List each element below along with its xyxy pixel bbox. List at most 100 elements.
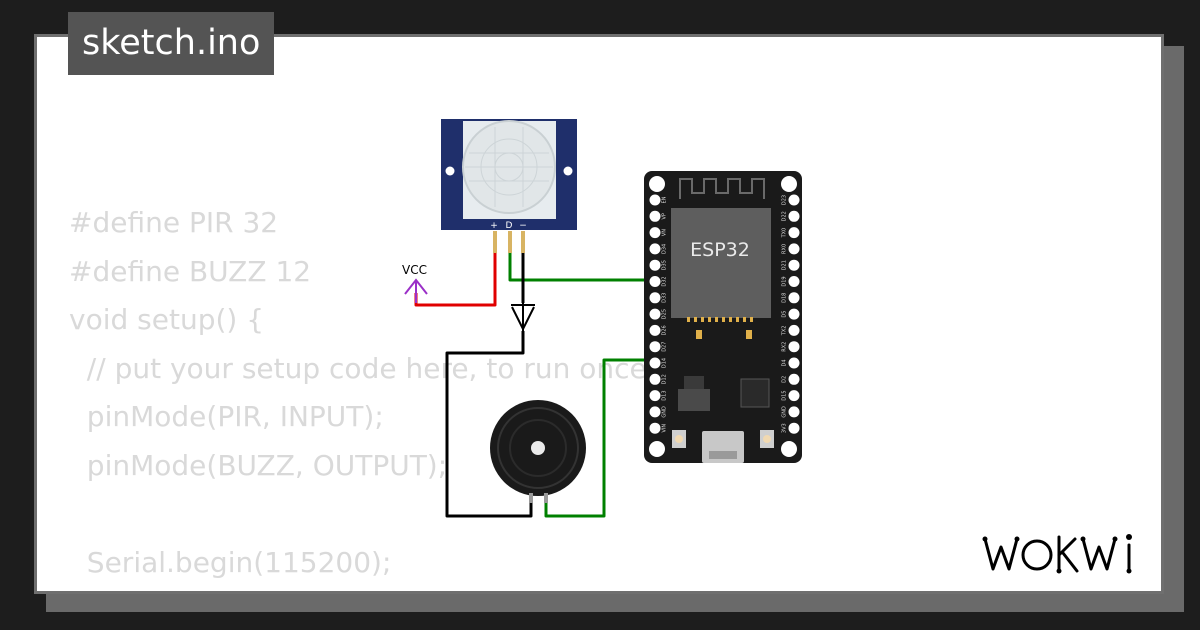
wokwi-logo	[982, 534, 1132, 574]
esp32-pin-label: TX0	[782, 228, 788, 239]
esp32-mount-hole	[781, 441, 797, 457]
module-pad	[736, 317, 739, 322]
esp32-pin[interactable]	[788, 259, 800, 271]
code-line: #define BUZZ 12	[69, 254, 312, 288]
esp32-pin[interactable]	[649, 390, 661, 402]
esp32-pin-label: D34	[662, 244, 668, 254]
esp32-pin-label: D35	[662, 260, 668, 270]
esp32-pin[interactable]	[788, 243, 800, 255]
wire-vcc-red	[414, 253, 497, 307]
esp32-pin[interactable]	[649, 357, 661, 369]
esp32-pin[interactable]	[649, 341, 661, 353]
buzzer[interactable]	[490, 400, 586, 503]
esp32-pin[interactable]	[788, 422, 800, 434]
esp32-pin-label: D23	[782, 195, 788, 205]
esp32-pin-label: D15	[782, 390, 788, 400]
esp32-pin[interactable]	[649, 227, 661, 239]
esp32-pin-label: 3V3	[782, 423, 788, 433]
wire-buzzer-black	[445, 331, 533, 518]
module-pad	[746, 330, 752, 339]
esp32-pin[interactable]	[649, 210, 661, 222]
esp32-pin-label: EN	[662, 196, 668, 203]
esp32-pin-label: D13	[662, 390, 668, 400]
esp32-pin[interactable]	[649, 373, 661, 385]
esp32-mount-hole	[649, 441, 665, 457]
circuit-diagram: VCC + D −	[402, 119, 802, 518]
esp32-pin-label: VN	[662, 229, 668, 236]
pir-pin-plus[interactable]	[493, 231, 497, 253]
esp32-pin-label: D27	[662, 342, 668, 352]
esp32-pin-label: D33	[662, 293, 668, 303]
esp32-pin-label: VP	[662, 213, 668, 219]
esp32-pin-label: D26	[662, 325, 668, 335]
esp32-pins[interactable]: ENVPVND34D35D32D33D25D26D27D14D12D13GNDV…	[649, 194, 800, 434]
esp32-pin[interactable]	[788, 194, 800, 206]
esp32-pin-label: D22	[782, 211, 788, 221]
esp32-mount-hole	[781, 176, 797, 192]
usb-chip	[740, 378, 770, 408]
esp32-pin[interactable]	[649, 308, 661, 320]
pir-mount-hole-left	[445, 166, 455, 176]
esp32-pin[interactable]	[788, 341, 800, 353]
pir-sensor[interactable]: + D −	[441, 119, 577, 253]
module-pad	[729, 317, 732, 322]
pir-pin-minus-label: −	[519, 221, 527, 231]
esp32-pin-label: D5	[782, 311, 788, 318]
esp32-pin[interactable]	[649, 406, 661, 418]
esp32-pin[interactable]	[788, 276, 800, 287]
code-line: // put your setup code here, to run once…	[69, 351, 657, 385]
pir-mount-hole-right	[563, 166, 573, 176]
esp32-pin-label: D4	[782, 359, 788, 366]
esp32-pin[interactable]	[788, 227, 800, 239]
module-pad	[743, 317, 746, 322]
esp32-pin[interactable]	[788, 406, 800, 418]
module-pad	[701, 317, 704, 322]
esp32-pin-label: TX2	[782, 326, 788, 337]
esp32-mount-hole	[649, 176, 665, 192]
wire-pir-d-green	[508, 253, 654, 282]
esp32-board[interactable]: ESP32 ENVPVND34D35D32D33D25D26D27D14D12D…	[644, 171, 802, 463]
code-line: Serial.begin(115200);	[69, 545, 392, 579]
esp32-pin-label: D2	[782, 376, 788, 383]
esp32-pin[interactable]	[649, 324, 661, 336]
code-line: #define PIR 32	[69, 206, 279, 239]
esp32-pin[interactable]	[649, 422, 661, 434]
esp32-pin-label: RX2	[782, 342, 788, 352]
esp32-pin[interactable]	[788, 292, 800, 304]
pir-pin-d-label: D	[506, 221, 513, 231]
pir-pin-plus-label: +	[490, 221, 498, 231]
module-pad	[687, 317, 690, 322]
esp32-pin[interactable]	[788, 373, 800, 385]
vcc-label: VCC	[402, 263, 427, 277]
esp32-pin[interactable]	[649, 292, 661, 304]
esp32-pin[interactable]	[649, 276, 661, 287]
esp32-pin[interactable]	[788, 210, 800, 222]
code-line: pinMode(PIR, INPUT);	[69, 400, 384, 433]
pir-lens-icon	[465, 127, 553, 207]
esp32-module	[671, 208, 771, 318]
esp32-pin[interactable]	[788, 324, 800, 336]
esp32-pin[interactable]	[788, 308, 800, 320]
esp32-pin-label: D19	[782, 276, 788, 286]
pir-pin-minus[interactable]	[521, 231, 525, 253]
module-pad	[715, 317, 718, 322]
esp32-pin[interactable]	[649, 243, 661, 255]
esp32-pin[interactable]	[649, 194, 661, 206]
module-pad	[696, 330, 702, 339]
wire-buzzer-green	[544, 358, 654, 518]
esp32-pin-label: RX0	[782, 244, 788, 254]
pir-pin-d[interactable]	[508, 231, 512, 253]
module-pad	[722, 317, 725, 322]
sketch-filename-tag[interactable]: sketch.ino	[68, 12, 275, 75]
esp32-pin-label: GND	[782, 406, 788, 418]
wires	[414, 253, 654, 518]
esp32-pin-label: D14	[662, 358, 668, 368]
vcc-symbol: VCC	[402, 263, 428, 303]
esp32-label: ESP32	[690, 239, 750, 261]
antenna-trace-icon	[679, 178, 765, 199]
code-line: pinMode(BUZZ, OUTPUT);	[69, 448, 448, 482]
esp32-pin[interactable]	[649, 259, 661, 271]
esp32-pin[interactable]	[788, 390, 800, 402]
esp32-pin[interactable]	[788, 357, 800, 369]
